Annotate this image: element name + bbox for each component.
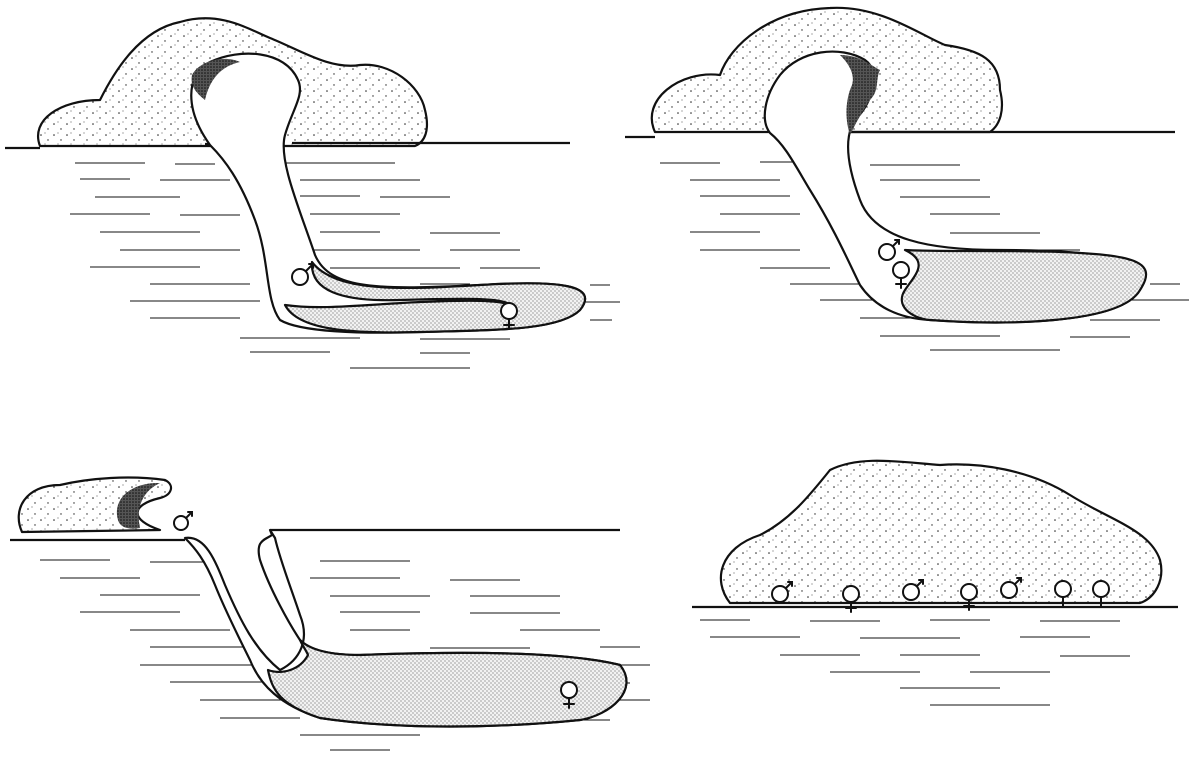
panel-3 [10,478,650,750]
water-lines [70,163,620,368]
water-lines [700,620,1130,705]
female-symbol [561,682,577,708]
female-symbol [843,586,859,612]
female-symbol [1093,581,1109,607]
panel-2 [625,8,1189,350]
female-symbol [501,303,517,329]
female-symbol [961,584,977,610]
female-symbol [893,262,909,288]
female-symbol [1055,581,1071,607]
gravid-pouch [902,250,1146,322]
male-symbol [174,512,192,530]
sediment-mound [721,461,1161,603]
panel-4 [692,461,1178,705]
panel-1 [5,18,620,368]
